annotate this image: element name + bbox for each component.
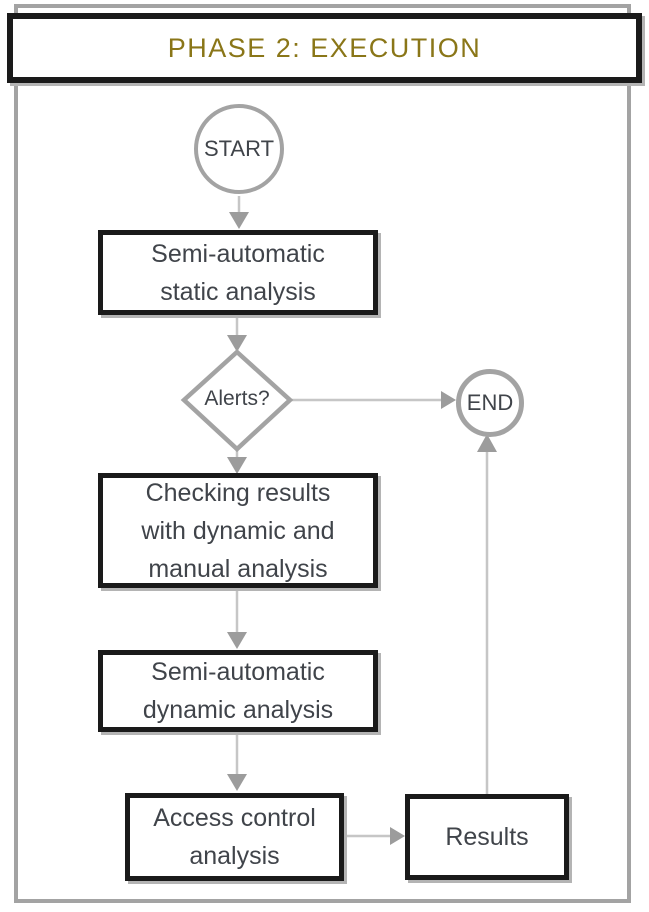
process-node-label-line: dynamic analysis: [142, 696, 334, 724]
title-box: PHASE 2: EXECUTION: [7, 13, 642, 83]
arrow-decision-to-end: [292, 391, 456, 409]
process-node-static-analysis: Semi-automatic static analysis: [98, 230, 378, 315]
process-node-checking-results: Checking results with dynamic and manual…: [98, 473, 378, 588]
process-node-dynamic-analysis: Semi-automatic dynamic analysis: [98, 650, 378, 732]
arrow-step2-to-step3: [227, 589, 247, 649]
arrow-start-to-step1: [229, 196, 249, 229]
process-node-label-line: Semi-automatic: [151, 658, 325, 686]
decision-node-label: Alerts?: [204, 387, 270, 410]
arrow-step1-to-decision: [227, 316, 247, 352]
arrow-step4-to-results: [345, 827, 405, 845]
page-title: PHASE 2: EXECUTION: [167, 32, 482, 63]
process-node-label-line: Checking results: [145, 478, 331, 507]
end-node: END: [456, 369, 524, 437]
arrow-step3-to-step4: [227, 732, 247, 791]
start-node-label: START: [203, 136, 275, 161]
start-node: START: [194, 104, 284, 194]
process-node-label-line: static analysis: [160, 277, 316, 306]
process-node-label-line: Semi-automatic: [151, 239, 325, 268]
process-node-label-line: manual analysis: [148, 554, 328, 583]
decision-diamond-shape: [180, 348, 294, 453]
process-node-access-control: Access control analysis: [125, 793, 344, 881]
process-node-label-line: Access control: [153, 804, 316, 832]
phase-frame: [14, 4, 631, 903]
process-node-label-line: analysis: [189, 842, 280, 870]
arrow-results-to-end: [477, 434, 497, 794]
process-node-label-line: with dynamic and: [141, 516, 335, 545]
end-node-label: END: [466, 390, 514, 415]
process-node-results: Results: [405, 794, 569, 880]
process-node-label-line: Results: [445, 823, 529, 851]
